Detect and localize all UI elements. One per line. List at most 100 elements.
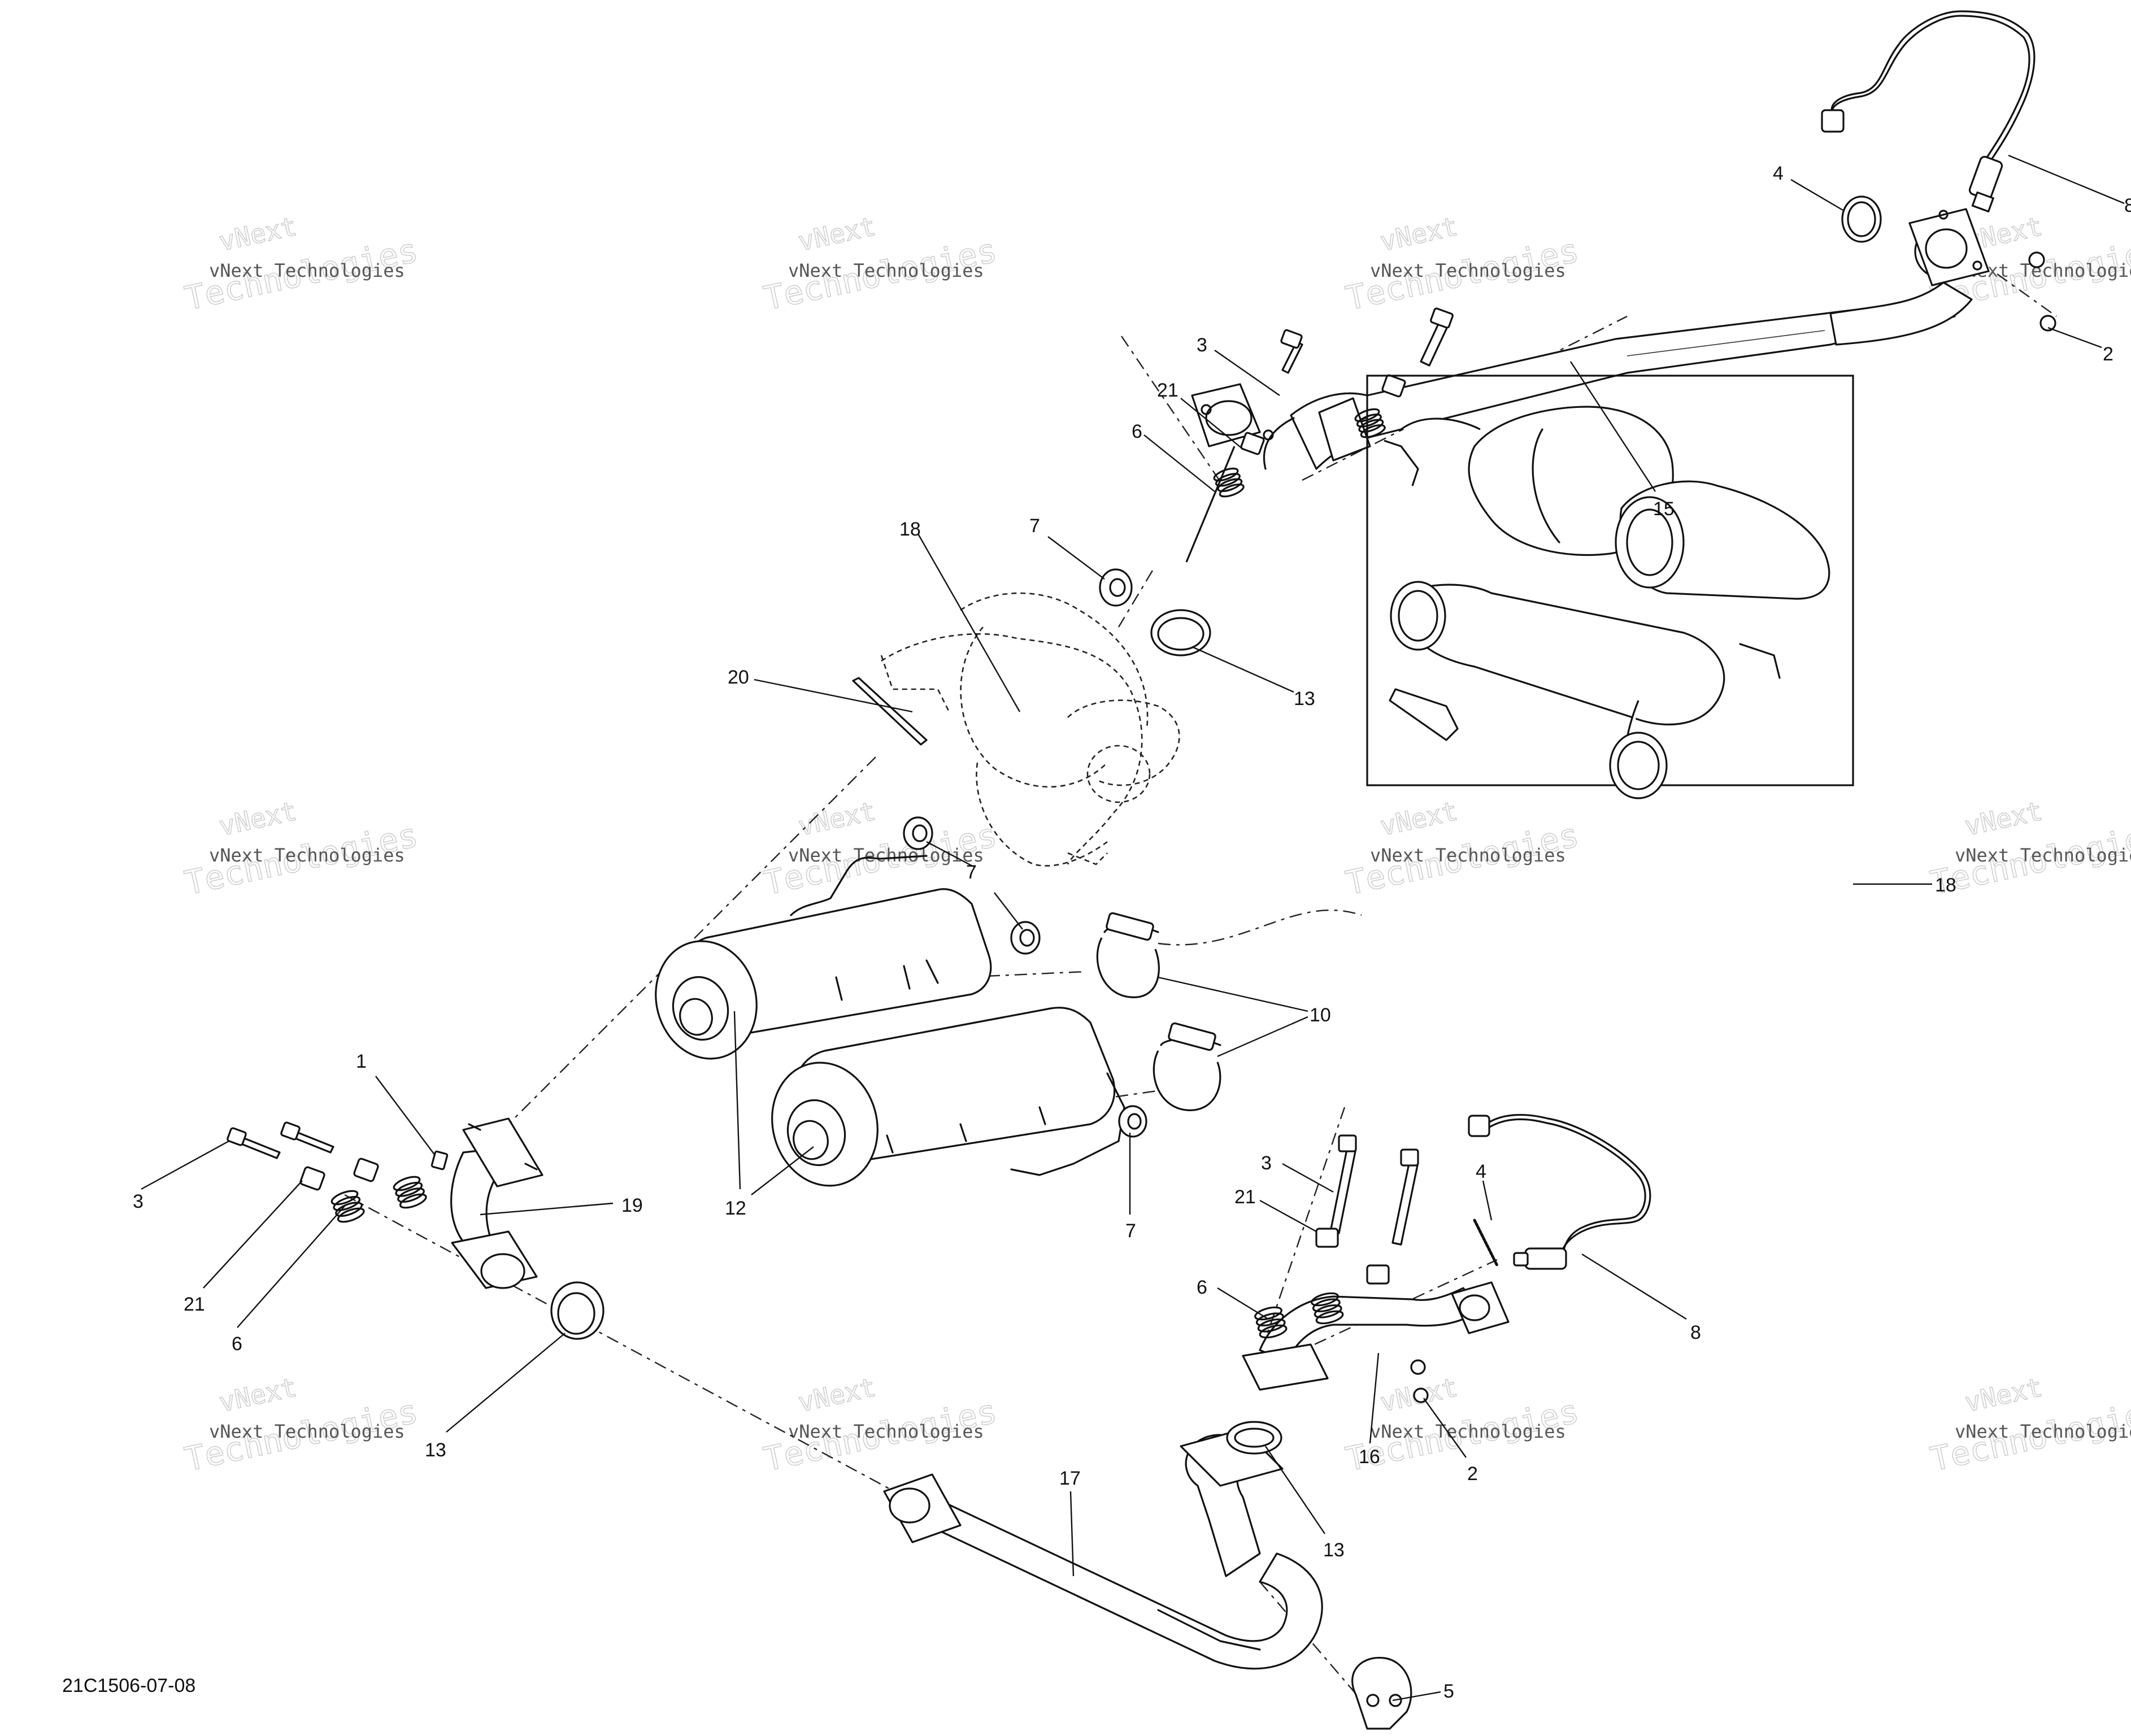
leader-6-lower-right — [1217, 1287, 1269, 1320]
washer-21-upper-b — [1381, 374, 1406, 398]
watermark-text: vNext Technologies — [788, 1421, 984, 1442]
grommet-7-mid — [1010, 921, 1041, 955]
grommet-7-upper — [1099, 568, 1133, 607]
inset-assembled-catalyst — [1384, 406, 1830, 799]
spring-6-lower-right-b — [1311, 1292, 1344, 1325]
lower-pipe-17-bracket — [1157, 1609, 1261, 1651]
callout-21-upper: 21 — [1157, 380, 1178, 401]
inset-catalyst-seam — [1532, 428, 1560, 543]
gasket-13-lower-right-inner — [1234, 1428, 1275, 1448]
watermark-6: Technologies vNext Technologies vNext — [760, 795, 1001, 903]
nut-2-upper — [2028, 251, 2045, 268]
watermark-text: vNext Technologies — [788, 260, 984, 281]
watermark-arc-text: vNext — [1962, 795, 2045, 842]
callout-6-upper: 6 — [1132, 421, 1142, 442]
leader-lines — [141, 154, 2125, 1702]
hanger-hole — [1389, 1694, 1402, 1707]
spring-6-upper — [1213, 467, 1245, 498]
centerline-heatshield — [1117, 570, 1154, 628]
heatshield-flange — [1067, 699, 1180, 786]
leader-21-upper — [1180, 398, 1243, 450]
washer-21-lower-right-b — [1366, 1264, 1390, 1285]
rear-header-pipe-19 — [450, 1117, 543, 1289]
watermark-text: vNext Technologies — [788, 845, 984, 866]
stud — [1185, 446, 1236, 563]
leader-20 — [754, 678, 913, 713]
bolt-3-upper-head — [1280, 329, 1303, 349]
rubber-hanger-5 — [1351, 1656, 1412, 1730]
sensor-connector — [1821, 109, 1845, 133]
callout-21-lower-left: 21 — [184, 1294, 205, 1315]
clamp-lower-bolt — [1168, 1022, 1216, 1051]
rear-pipe-19-flange-top — [462, 1117, 543, 1187]
muffler-upper-bracket — [790, 855, 928, 916]
centerline-front-clamp — [1121, 336, 1224, 486]
inset-flange-ring — [1626, 508, 1673, 576]
lower-pipe-17-port — [889, 1487, 930, 1524]
gasket-4-lower — [1473, 1219, 1499, 1267]
leader-15 — [1569, 361, 1656, 492]
muffler-lower-bracket — [1010, 1072, 1125, 1176]
heatshield-bottom — [976, 762, 1108, 867]
muffler-upper-outlet — [679, 998, 713, 1036]
watermark-3: Technologies vNext Technologies vNext — [1342, 210, 1582, 318]
gasket-13-lower-right — [1226, 1421, 1282, 1455]
washer-21-lower-left — [299, 1166, 325, 1191]
callout-2-upper: 2 — [2103, 343, 2113, 365]
heatshield-port — [1086, 745, 1151, 803]
watermark-text: vNext Technologies — [1370, 1421, 1566, 1442]
leader-3-upper — [1214, 350, 1280, 396]
callout-2-lower: 2 — [1467, 1463, 1478, 1485]
grommet-7-left-hole — [912, 824, 928, 842]
leader-16 — [1369, 1352, 1380, 1444]
sensor-cable-inner — [1831, 15, 2030, 163]
callout-5: 5 — [1443, 1681, 1454, 1702]
leader-6-upper — [1143, 434, 1215, 492]
watermark-12: Technologies vNext Technologies vNext — [1926, 1371, 2131, 1479]
header-pipe-16-port — [1459, 1294, 1490, 1321]
callout-21-lower-right: 21 — [1234, 1186, 1256, 1208]
callout-20: 20 — [728, 667, 749, 688]
inset-bracket-top — [1401, 417, 1481, 430]
watermark-2: Technologies vNext Technologies vNext — [760, 210, 1001, 318]
leader-13-upper — [1191, 646, 1294, 693]
leader-1 — [375, 1076, 436, 1156]
sensor-lower-cable — [1485, 1113, 1651, 1267]
gasket-13-lower-left-inner — [557, 1292, 595, 1335]
heatshield-tab — [1067, 852, 1108, 865]
centerline-upper-nuts — [1997, 273, 2057, 317]
catalytic-heatshield-18-phantom — [880, 592, 1180, 867]
centerline-rear-diagonal — [497, 756, 876, 1136]
callout-6-lower-left: 6 — [232, 1333, 242, 1355]
header-pipe-16-flange — [1242, 1343, 1329, 1391]
sensor-cable — [1830, 10, 2036, 165]
callout-4-lower: 4 — [1476, 1161, 1486, 1182]
lower-right-hardware — [1315, 1134, 1499, 1403]
callout-4-upper: 4 — [1773, 163, 1784, 184]
inset-bracket — [1389, 688, 1459, 741]
centerline-inset-link — [1158, 910, 1362, 946]
clamp-10-lower — [1153, 1022, 1221, 1111]
grommet-7-left — [903, 816, 933, 850]
leader-12-b — [751, 1146, 814, 1195]
watermark-text: vNext Technologies — [1370, 845, 1566, 866]
spring-6-lower-right — [1254, 1306, 1288, 1339]
flange-hole — [1263, 429, 1274, 441]
leader-8-lower — [1581, 1253, 1687, 1320]
bolt-3-lower-left-head — [227, 1127, 247, 1146]
oxygen-sensor-lower-8 — [1468, 1113, 1651, 1270]
clamp-upper-bolt — [1106, 912, 1154, 941]
callout-7-lower: 7 — [1125, 1220, 1136, 1242]
inset-lower-pipe — [1406, 584, 1725, 726]
watermark-arc-text: vNext — [216, 1372, 299, 1418]
leader-3-lower-right — [1282, 1163, 1334, 1193]
muffler-12-upper — [655, 855, 992, 1060]
spring-6-lower-left — [330, 1190, 365, 1223]
watermark-7: Technologies vNext Technologies vNext — [1342, 795, 1582, 903]
front-pipe-elbow — [1263, 417, 1295, 470]
gasket-ring-4-upper-inner — [1847, 201, 1876, 237]
callout-13-lower-left: 13 — [425, 1439, 446, 1461]
muffler-upper-seam — [835, 959, 939, 1001]
sensor-lower-body — [1524, 1247, 1567, 1270]
